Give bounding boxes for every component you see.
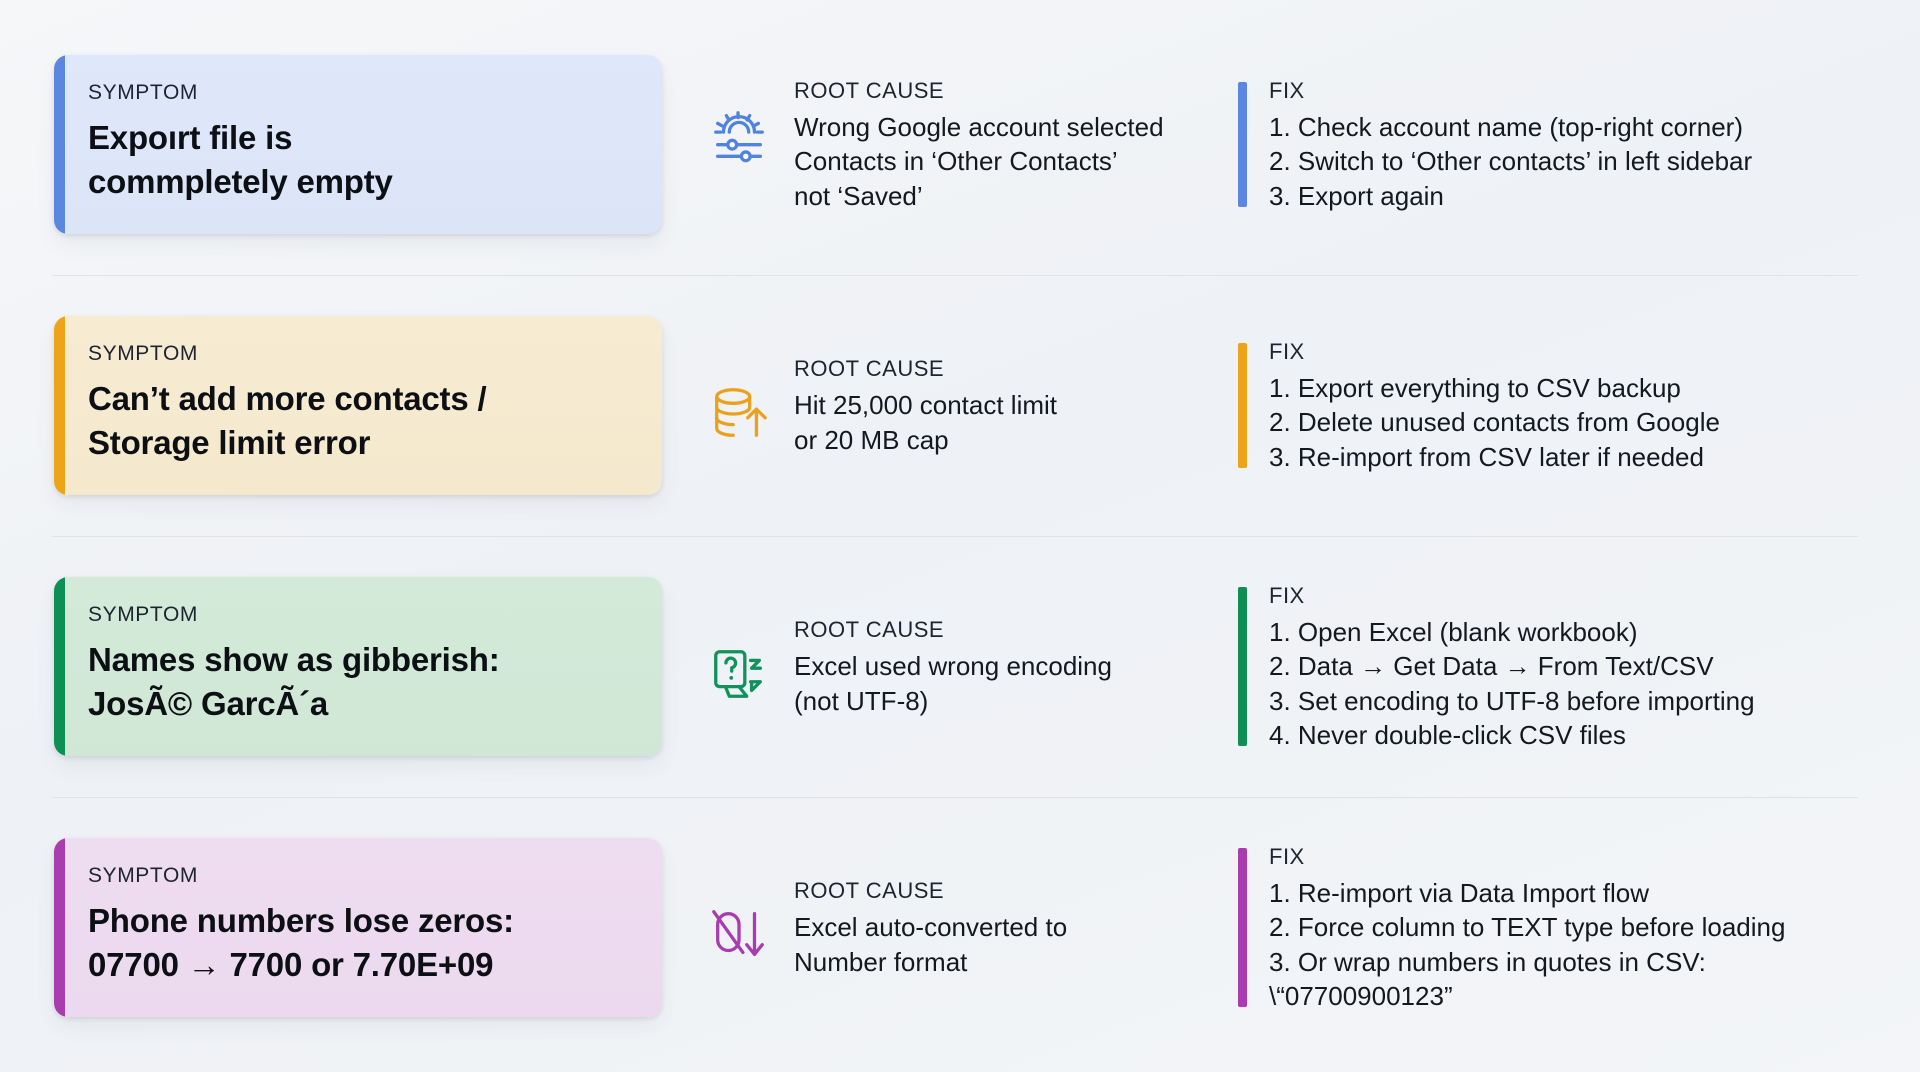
card-accent-bar [54,316,65,495]
fix-label: FIX [1269,582,1305,608]
symptom-card: SYMPTOM Phone numbers lose zeros: 07700 … [54,838,662,1017]
fix-label: FIX [1269,339,1305,365]
fix-step: 1. Re-import via Data Import flow [1269,877,1650,908]
symptom-label: SYMPTOM [88,81,198,105]
root-cause-text: Excel used wrong encoding (not UTF-8) [794,651,1112,716]
root-cause-label: ROOT CAUSE [794,78,945,104]
unknown-character-icon [706,641,772,707]
root-cause-column: ROOT CAUSE Wrong Google account selected… [662,76,1222,213]
fix-step: 4. Never double-click CSV files [1269,719,1626,750]
fix-accent-bar [1238,343,1247,468]
symptom-text: Can’t add more contacts / Storage limit … [88,380,487,461]
settings-sliders-icon [706,102,772,168]
fix-step: 3. Export again [1269,180,1444,211]
symptom-text: Names show as gibberish: JosÃ© GarcÃ´a [88,641,500,722]
fix-step-list: 1. Open Excel (blank workbook) 2. Data →… [1269,615,1755,752]
fix-step: 1. Check account name (top-right corner) [1269,112,1743,143]
fix-step: 2. Delete unused contacts from Google [1269,407,1720,438]
fix-column: FIX 1. Export everything to CSV backup 2… [1222,337,1880,474]
fix-step: 3. Or wrap numbers in quotes in CSV: \“0… [1269,946,1706,1011]
root-cause-column: ROOT CAUSE Excel used wrong encoding (no… [662,615,1222,718]
table-row: SYMPTOM Expoırt file is commpletely empt… [0,14,1880,275]
symptom-text: Phone numbers lose zeros: 07700 → 7700 o… [88,902,514,983]
fix-step: 2. Switch to ‘Other contacts’ in left si… [1269,146,1753,177]
fix-accent-bar [1238,847,1247,1008]
fix-column: FIX 1. Open Excel (blank workbook) 2. Da… [1222,581,1880,752]
fix-step-list: 1. Re-import via Data Import flow 2. For… [1269,876,1785,1013]
root-cause-label: ROOT CAUSE [794,356,945,382]
database-upload-icon [706,380,772,446]
symptom-label: SYMPTOM [88,864,198,888]
fix-step-list: 1. Check account name (top-right corner)… [1269,110,1752,213]
root-cause-text: Excel auto-converted to Number format [794,912,1068,977]
symptom-label: SYMPTOM [88,603,198,627]
fix-step: 2. Data → Get Data → From Text/CSV [1269,651,1714,682]
symptom-card: SYMPTOM Expoırt file is commpletely empt… [54,55,662,234]
table-row: SYMPTOM Phone numbers lose zeros: 07700 … [0,797,1880,1058]
symptom-label: SYMPTOM [88,342,198,366]
card-accent-bar [54,577,65,756]
root-cause-label: ROOT CAUSE [794,617,945,643]
card-accent-bar [54,55,65,234]
fix-step: 3. Set encoding to UTF-8 before importin… [1269,685,1755,716]
table-row: SYMPTOM Names show as gibberish: JosÃ© G… [0,536,1880,797]
root-cause-label: ROOT CAUSE [794,878,945,904]
fix-column: FIX 1. Re-import via Data Import flow 2.… [1222,842,1880,1013]
root-cause-column: ROOT CAUSE Excel auto-converted to Numbe… [662,876,1222,979]
root-cause-text: Hit 25,000 contact limit or 20 MB cap [794,390,1058,455]
zero-dropped-icon [706,902,772,968]
table-row: SYMPTOM Can’t add more contacts / Storag… [0,275,1880,536]
fix-accent-bar [1238,586,1247,747]
fix-column: FIX 1. Check account name (top-right cor… [1222,76,1880,213]
symptom-card: SYMPTOM Can’t add more contacts / Storag… [54,316,662,495]
fix-step: 3. Re-import from CSV later if needed [1269,441,1704,472]
symptom-text: Expoırt file is commpletely empty [88,119,393,200]
fix-label: FIX [1269,843,1305,869]
root-cause-column: ROOT CAUSE Hit 25,000 contact limit or 2… [662,354,1222,457]
fix-label: FIX [1269,78,1305,104]
card-accent-bar [54,838,65,1017]
fix-accent-bar [1238,82,1247,207]
fix-step: 2. Force column to TEXT type before load… [1269,912,1786,943]
fix-step-list: 1. Export everything to CSV backup 2. De… [1269,371,1720,474]
symptom-card: SYMPTOM Names show as gibberish: JosÃ© G… [54,577,662,756]
fix-step: 1. Open Excel (blank workbook) [1269,616,1638,647]
fix-step: 1. Export everything to CSV backup [1269,373,1681,404]
root-cause-text: Wrong Google account selected Contacts i… [794,112,1164,211]
